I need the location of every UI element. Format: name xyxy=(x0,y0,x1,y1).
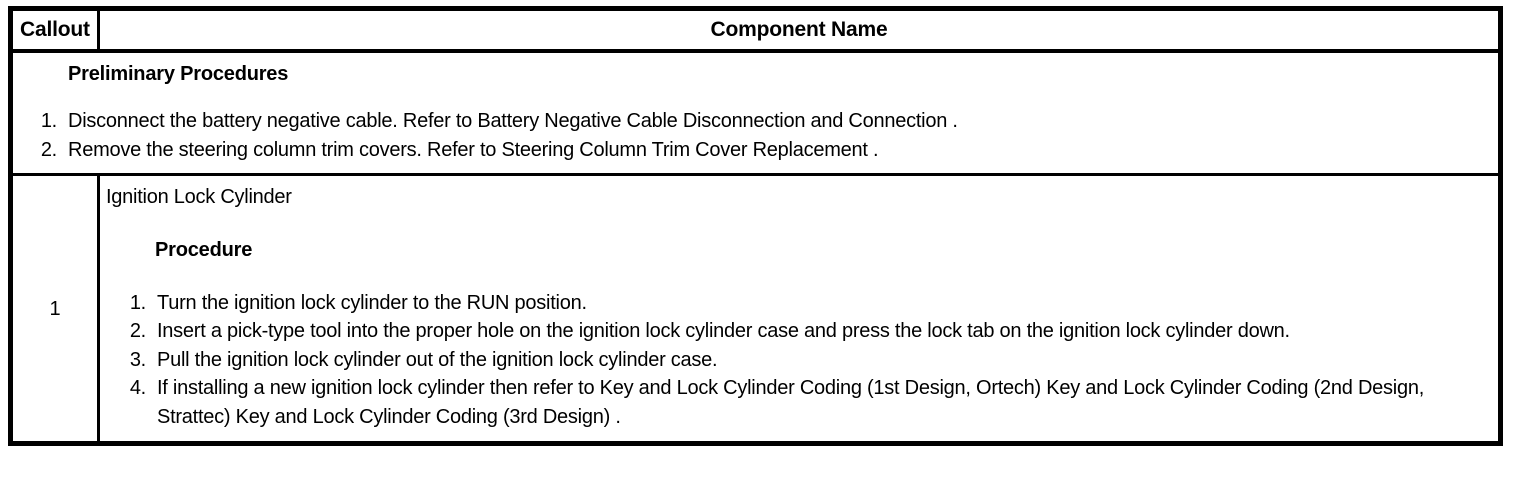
procedure-step-list: 1. Turn the ignition lock cylinder to th… xyxy=(100,289,1486,431)
list-item-marker: 2. xyxy=(129,320,146,343)
header-cell-component-name: Component Name xyxy=(100,11,1498,49)
preliminary-spacer xyxy=(13,93,1488,107)
preliminary-procedures-title: Preliminary Procedures xyxy=(68,63,289,86)
list-item-marker: 1. xyxy=(129,292,146,315)
component-cell: Ignition Lock Cylinder Procedure 1. Turn… xyxy=(100,176,1498,441)
list-item: 1. Turn the ignition lock cylinder to th… xyxy=(100,289,1486,317)
list-item: 3. Pull the ignition lock cylinder out o… xyxy=(100,346,1486,374)
table-row-callout-1: 1 Ignition Lock Cylinder Procedure 1. Tu… xyxy=(13,176,1498,441)
list-item-text: Insert a pick-type tool into the proper … xyxy=(157,320,1290,343)
component-body: Ignition Lock Cylinder Procedure 1. Turn… xyxy=(100,176,1498,441)
list-item-text: Remove the steering column trim covers. … xyxy=(68,138,879,161)
list-item-marker: 1. xyxy=(40,110,57,133)
list-item-marker: 3. xyxy=(129,348,146,371)
header-label-component-name: Component Name xyxy=(710,18,888,41)
list-item-marker: 2. xyxy=(40,138,57,161)
list-item-text: Disconnect the battery negative cable. R… xyxy=(68,110,958,133)
preliminary-procedures-cell: Preliminary Procedures 1. Disconnect the… xyxy=(13,53,1498,173)
list-item: 2. Remove the steering column trim cover… xyxy=(13,136,1488,164)
preliminary-procedures-list: 1. Disconnect the battery negative cable… xyxy=(13,107,1488,164)
list-item: 4. If installing a new ignition lock cyl… xyxy=(100,374,1486,431)
table-header-row: Callout Component Name xyxy=(13,11,1498,54)
list-item-marker: 4. xyxy=(129,377,146,400)
list-item-text: If installing a new ignition lock cylind… xyxy=(157,377,1425,428)
callout-cell: 1 xyxy=(13,176,100,441)
component-spacer-top xyxy=(100,211,1486,237)
component-spacer-mid xyxy=(100,263,1486,289)
table-row-preliminary-procedures: Preliminary Procedures 1. Disconnect the… xyxy=(13,53,1498,177)
callout-number: 1 xyxy=(49,297,61,320)
list-item-text: Turn the ignition lock cylinder to the R… xyxy=(157,292,587,315)
service-procedure-table: Callout Component Name Preliminary Proce… xyxy=(8,6,1503,446)
component-name-text: Ignition Lock Cylinder xyxy=(106,186,292,209)
list-item-text: Pull the ignition lock cylinder out of t… xyxy=(157,348,718,371)
header-label-callout: Callout xyxy=(20,18,90,41)
list-item: 1. Disconnect the battery negative cable… xyxy=(13,107,1488,135)
procedure-title: Procedure xyxy=(155,239,253,262)
list-item: 2. Insert a pick-type tool into the prop… xyxy=(100,317,1486,345)
preliminary-procedures-body: Preliminary Procedures 1. Disconnect the… xyxy=(13,53,1498,173)
header-cell-callout: Callout xyxy=(13,11,100,50)
